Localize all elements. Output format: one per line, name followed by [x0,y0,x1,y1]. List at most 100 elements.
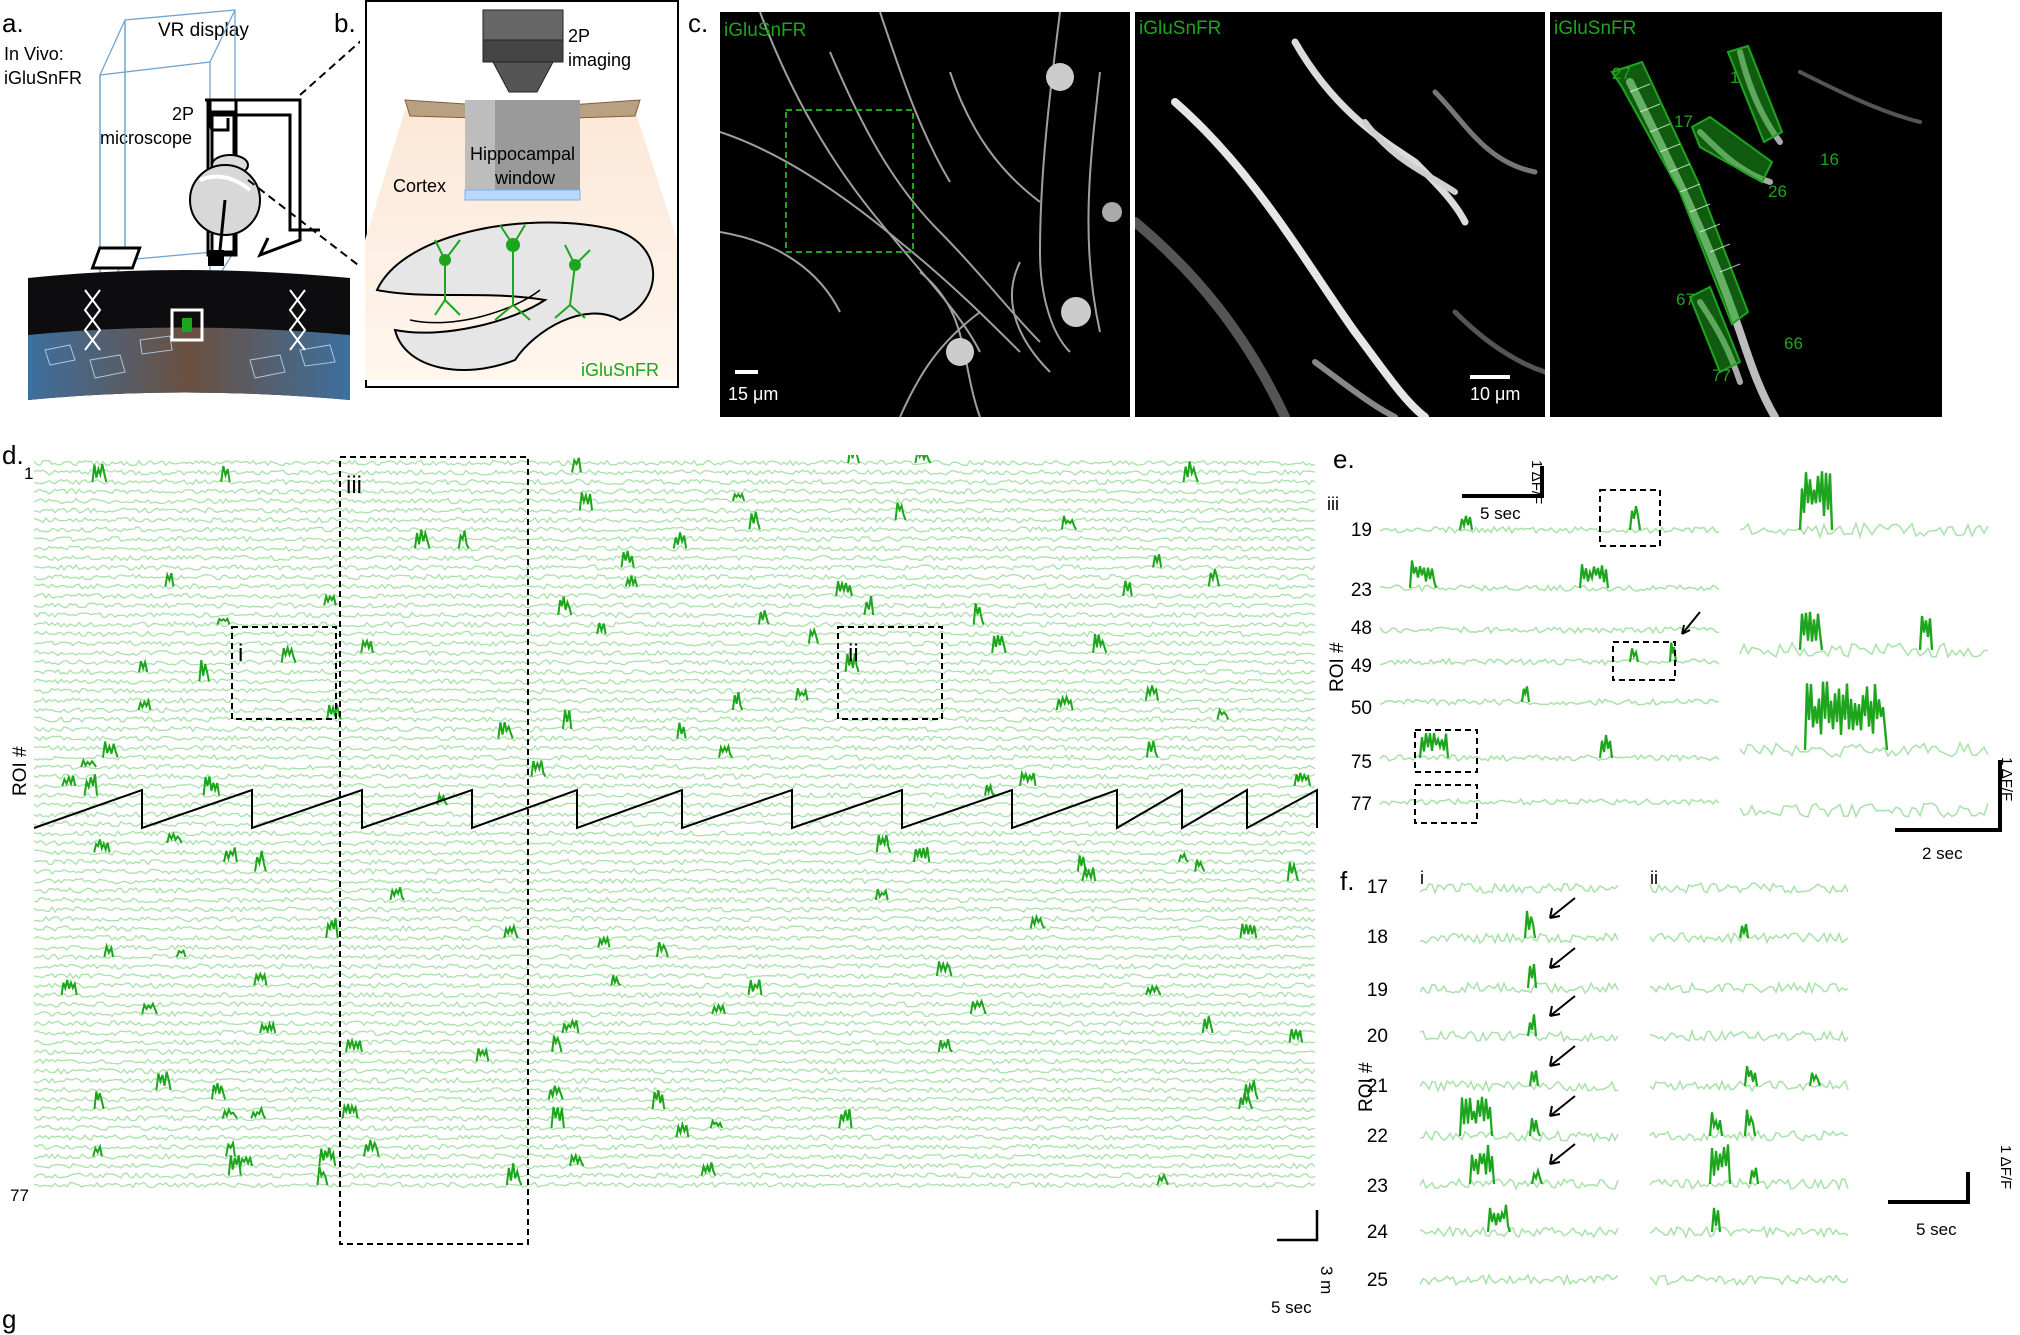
f-event-ii [1743,1109,1757,1137]
roi-trace [33,677,1316,685]
e-trace [1379,525,1720,535]
roi-event [93,1091,105,1110]
roi-event [894,502,907,521]
roi-trace [33,963,1316,970]
roi-event [210,1082,227,1100]
roi-event [137,697,152,711]
roi-trace [33,782,1316,790]
roi-trace [33,592,1316,600]
f-event-ii [1738,923,1750,939]
roi-event [362,1139,380,1157]
e-trace [1379,697,1720,707]
image-label-2: iGluSnFR [1139,18,1222,39]
roi-trace [33,972,1316,980]
roi-trace [33,516,1316,524]
roi-event [620,550,635,568]
roi-trace [33,478,1316,486]
roi-trace [33,563,1316,571]
roi-event [561,710,573,730]
e-box-49 [1612,641,1676,681]
f-event-i [1528,1070,1540,1087]
roi-event [1239,923,1258,939]
box-label-iii: iii [346,472,362,499]
roi-event [651,1090,666,1110]
roi-event [1201,1016,1214,1034]
roi-event [1177,851,1189,863]
panel-e-label: e. [1333,444,1355,474]
roi-trace [33,1114,1316,1122]
e-event [1598,734,1614,759]
roi-event [984,782,996,797]
roi-trace [33,696,1316,705]
e-row-75: 75 [1350,752,1372,773]
box-label-i: i [238,640,244,667]
roi-trace [33,877,1316,885]
e-row-77: 77 [1350,794,1372,815]
roi-trace [33,924,1316,933]
roi-event [92,1143,103,1157]
roi-event [551,1035,563,1053]
roi-trace [33,763,1316,771]
roi-trace [33,1171,1316,1179]
f-trace-i [1420,931,1619,945]
traces-f [1420,881,1970,1287]
box-ii [837,626,943,720]
e-zoom-event [1803,681,1889,751]
scale-bar-15um: 15 μm [728,384,779,404]
roi-trace [33,953,1316,961]
roi-event [875,834,892,853]
roi-event [794,687,809,701]
roi-event [1216,707,1230,720]
roi-trace [33,582,1316,590]
roi-event [863,595,875,616]
hippocampal-text: Hippocampal [470,144,576,164]
e-row-48: 48 [1350,618,1372,639]
e-scale-bar-2 [1895,760,2002,832]
e-event [1418,732,1450,759]
roi-event [569,1152,585,1167]
e-sub-iii: iii [1327,494,1339,514]
roi-event [624,575,639,588]
panel-g-label: g [2,1304,17,1334]
f-trace-ii [1649,1028,1849,1043]
f-event-ii [1808,1072,1822,1087]
roi-first-label: 1 [24,464,34,483]
roi-event [360,637,374,654]
roi-trace [33,1010,1316,1018]
e-row-49: 49 [1350,656,1372,677]
roi-trace [33,1076,1316,1085]
roi-event [847,455,861,464]
vr-display-text: VR display [158,20,249,41]
roi-trace [33,573,1316,581]
roi-event [83,774,99,796]
position-trace [33,788,1318,830]
roi-event [914,455,932,464]
e-zoom-event [1798,611,1824,651]
roi-event [220,465,231,483]
roi-trace [33,506,1316,515]
roi-event [93,839,111,854]
traces-e [1379,466,2002,832]
roi-event [709,1118,723,1129]
roi-trace [33,1124,1316,1132]
f-arrow [1549,1045,1576,1067]
roi-event [547,1085,564,1100]
scale-bar-5sec-e: 5 sec [1480,504,1521,523]
roi-label-77: 77 [1712,366,1731,385]
f-trace-i [1420,1030,1619,1043]
roi-event [61,774,77,788]
e-arrow [1681,611,1701,635]
f-arrow [1549,897,1576,919]
roi-trace [33,468,1316,476]
roi-event [164,571,175,587]
roi-trace [33,1181,1316,1189]
roi-event [1286,861,1299,882]
roi-event [250,1105,267,1120]
roi-event [937,1038,953,1053]
roi-trace [33,611,1316,619]
f-event-i [1468,1144,1496,1185]
e-zoom-event [1798,471,1834,531]
f-row-20: 20 [1366,1026,1388,1047]
scale-bar-5sec-f: 5 sec [1916,1220,1957,1239]
roi-trace [33,744,1316,752]
